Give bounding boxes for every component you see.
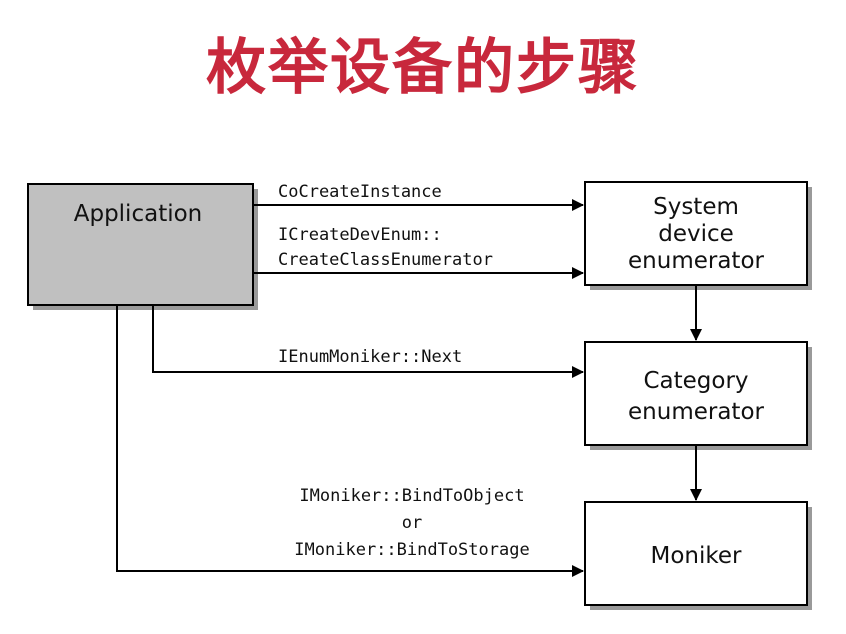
enum-next-arrow [152,305,584,378]
category-enum-line-1: Category [643,368,748,394]
cocreate-label: CoCreateInstance [278,182,442,202]
bind-object-label: IMoniker::BindToObject [299,486,524,506]
system-device-enumerator-node: System device enumerator [584,181,812,290]
bind-storage-label: IMoniker::BindToStorage [294,540,529,560]
moniker-label: Moniker [651,543,743,569]
moniker-node: Moniker [584,501,812,610]
bind-arrow [116,305,584,577]
system-enum-line-3: enumerator [628,248,765,274]
application-node: Application [27,183,258,310]
bind-or-label: or [402,513,422,533]
page-title: 枚举设备的步骤 [206,33,640,103]
create-class-enum-label-2: CreateClassEnumerator [278,250,493,270]
system-enum-line-1: System [653,194,739,220]
application-label: Application [74,201,203,227]
create-class-enum-label-1: ICreateDevEnum:: [278,225,442,245]
category-enum-line-2: enumerator [628,399,765,425]
enum-next-label: IEnumMoniker::Next [278,347,462,367]
system-enum-line-2: device [658,221,734,247]
category-enumerator-node: Category enumerator [584,341,812,450]
